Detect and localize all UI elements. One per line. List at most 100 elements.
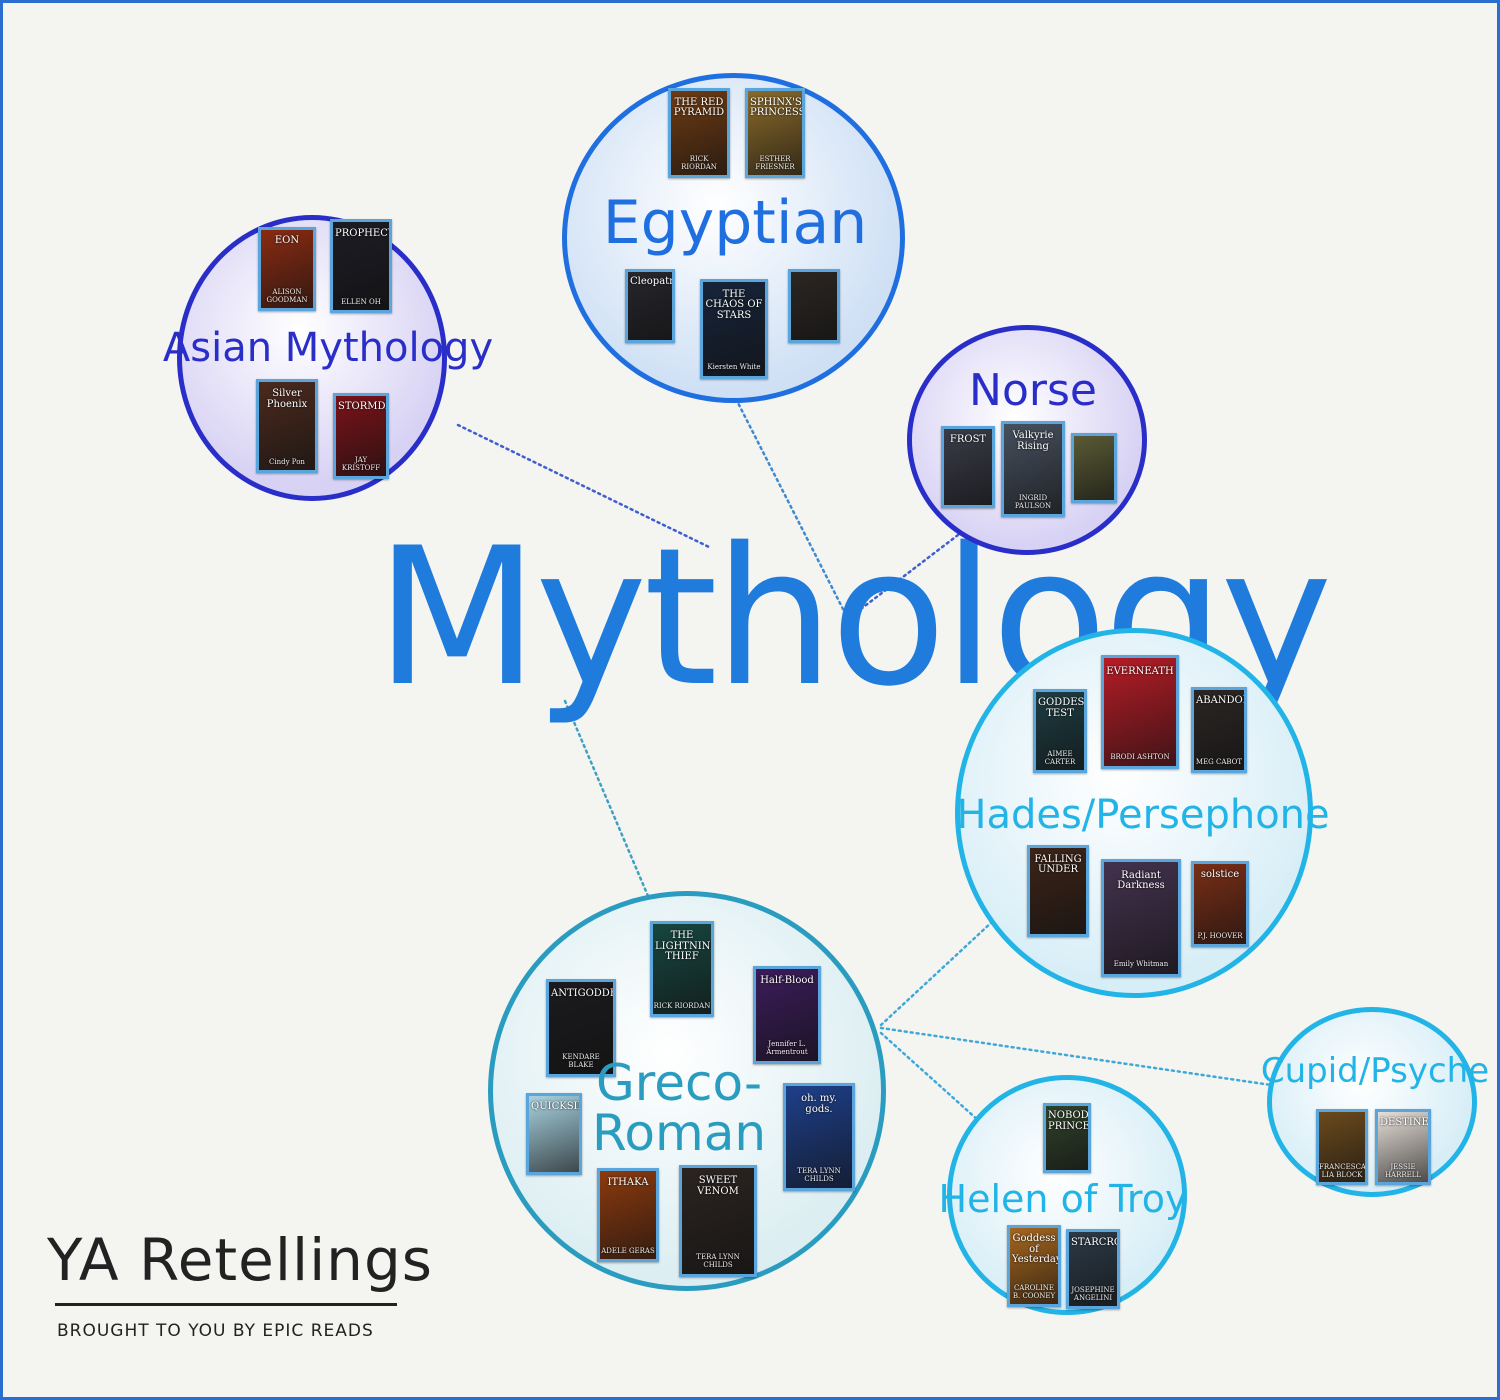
book-title: STORMDANCER [338, 401, 386, 413]
book-author: ADELE GERAS [601, 1246, 655, 1255]
connector-norse [851, 533, 960, 617]
book-title: GODDESS TEST [1038, 697, 1087, 719]
book-cover-cupid-1: FRANCESCA LIA BLOCK [1316, 1109, 1368, 1185]
book-title: PROPHECY [335, 228, 392, 240]
book-title: Valkyrie Rising [1012, 430, 1054, 452]
book-author: Emily Whitman [1113, 960, 1169, 969]
book-author: INGRID PAULSON [1014, 493, 1052, 510]
connector-greco [563, 699, 653, 905]
book-title: SWEET VENOM [697, 1175, 739, 1197]
connector-egyptian [734, 397, 847, 615]
category-label-cupid: Cupid/Psyche [1260, 1051, 1490, 1091]
book-cover-helen-1: NOBODY'S PRINCESS [1043, 1103, 1091, 1173]
book-cover-egyptian-5 [788, 269, 840, 343]
category-label-greco: Greco- Roman [591, 1054, 767, 1162]
book-title: DESTINED [1380, 1116, 1429, 1128]
category-label-egyptian: Egyptian [602, 188, 868, 258]
book-title: Silver Phoenix [266, 388, 308, 410]
book-cover-norse-3 [1071, 433, 1117, 503]
book-title: Goddess of Yesterday [1012, 1233, 1061, 1266]
book-cover-norse-1: FROST [941, 426, 995, 508]
book-title: THE CHAOS OF STARS [705, 288, 763, 321]
book-cover-asian-4: STORMDANCER JAY KRISTOFF [333, 393, 389, 479]
category-label-hades: Hades/Persephone [956, 792, 1330, 838]
book-cover-egyptian-1: THE RED PYRAMID RICK RIORDAN [668, 88, 730, 178]
book-author: ESTHER FRIESNER [755, 154, 795, 171]
book-title: ANTIGODDESS [551, 988, 613, 1000]
book-title: THE LIGHTNING THIEF [655, 930, 714, 963]
book-title: oh. my. gods. [801, 1093, 837, 1115]
book-title: ITHAKA [607, 1177, 649, 1189]
book-author: KENDARE BLAKE [562, 1053, 600, 1070]
book-title: NOBODY'S PRINCESS [1048, 1110, 1090, 1132]
book-author: AIMEE CARTER [1044, 750, 1076, 767]
book-author: TERA LYNN CHILDS [797, 1166, 841, 1183]
book-cover-hades-4: FALLING UNDER [1027, 845, 1089, 937]
book-author: P.J. HOOVER [1197, 932, 1243, 940]
book-author: Jennifer L. Armentrout [766, 1040, 808, 1057]
category-label-norse: Norse [969, 365, 1097, 416]
connector-hades [879, 919, 995, 1027]
book-author: JESSIE HARRELL [1384, 1162, 1422, 1179]
branding-underline [55, 1303, 397, 1306]
book-author: JAY KRISTOFF [341, 456, 381, 472]
book-title: FALLING UNDER [1034, 853, 1082, 876]
category-bubble-cupid [1267, 1007, 1477, 1197]
book-title: FROST [949, 434, 987, 446]
book-title: ABANDON [1196, 695, 1247, 707]
book-title: EVERNEATH [1106, 665, 1174, 677]
book-author: JOSEPHINE ANGELINI [1071, 1286, 1115, 1303]
branding-title: YA Retellings [47, 1226, 433, 1294]
connector-helen [879, 1031, 981, 1123]
book-cover-greco-7: SWEET VENOM TERA LYNN CHILDS [679, 1165, 757, 1277]
book-title: QUICKSILVER [531, 1101, 582, 1113]
connector-asian [456, 423, 713, 550]
book-author: BRODI ASHTON [1110, 752, 1170, 761]
book-title: EON [274, 235, 300, 247]
connector-lines [456, 397, 1273, 1123]
book-cover-hades-2: EVERNEATH BRODI ASHTON [1101, 655, 1179, 769]
book-cover-helen-3: STARCROSSED JOSEPHINE ANGELINI [1066, 1229, 1120, 1309]
book-title: SPHINX'S PRINCESS [750, 96, 805, 119]
book-title: Radiant Darkness [1117, 869, 1165, 892]
category-label-helen: Helen of Troy [938, 1177, 1188, 1221]
book-cover-greco-4: QUICKSILVER [526, 1093, 582, 1175]
book-cover-cupid-2: DESTINED JESSIE HARRELL [1375, 1109, 1431, 1185]
book-cover-egyptian-2: SPHINX'S PRINCESS ESTHER FRIESNER [745, 88, 805, 178]
book-author: Cindy Pon [269, 457, 305, 466]
book-title: THE RED PYRAMID [673, 96, 725, 119]
book-cover-greco-2: ANTIGODDESS KENDARE BLAKE [546, 979, 616, 1077]
book-author: Kiersten White [707, 363, 761, 372]
book-title: Cleopatra [630, 276, 675, 288]
book-cover-hades-3: ABANDON MEG CABOT [1191, 687, 1247, 773]
book-cover-greco-6: ITHAKA ADELE GERAS [597, 1168, 659, 1262]
book-author: FRANCESCA LIA BLOCK [1319, 1162, 1366, 1179]
book-author: CAROLINE B. COONEY [1012, 1284, 1056, 1301]
book-title: STARCROSSED [1071, 1236, 1117, 1248]
book-author: MEG CABOT [1195, 758, 1243, 766]
book-title: Half-Blood [760, 975, 814, 987]
book-cover-egyptian-3: Cleopatra [625, 269, 675, 343]
book-author: RICK RIORDAN [653, 1001, 711, 1010]
book-cover-egyptian-4: THE CHAOS OF STARS Kiersten White [700, 279, 768, 379]
book-author: ALISON GOODMAN [266, 288, 308, 305]
book-author: TERA LYNN CHILDS [696, 1252, 740, 1269]
book-cover-greco-5: oh. my. gods. TERA LYNN CHILDS [783, 1083, 855, 1191]
book-cover-hades-1: GODDESS TEST AIMEE CARTER [1033, 689, 1087, 773]
connector-cupid [879, 1026, 1273, 1087]
book-cover-asian-1: EON ALISON GOODMAN [258, 227, 316, 311]
book-author: ELLEN OH [341, 297, 381, 306]
book-cover-asian-2: PROPHECY ELLEN OH [330, 219, 392, 313]
book-cover-greco-1: THE LIGHTNING THIEF RICK RIORDAN [650, 921, 714, 1017]
branding-subtitle: BROUGHT TO YOU BY EPIC READS [57, 1321, 374, 1341]
book-title: solstice [1200, 869, 1240, 881]
book-author: RICK RIORDAN [681, 154, 717, 171]
category-label-asian: Asian Mythology [162, 325, 494, 371]
